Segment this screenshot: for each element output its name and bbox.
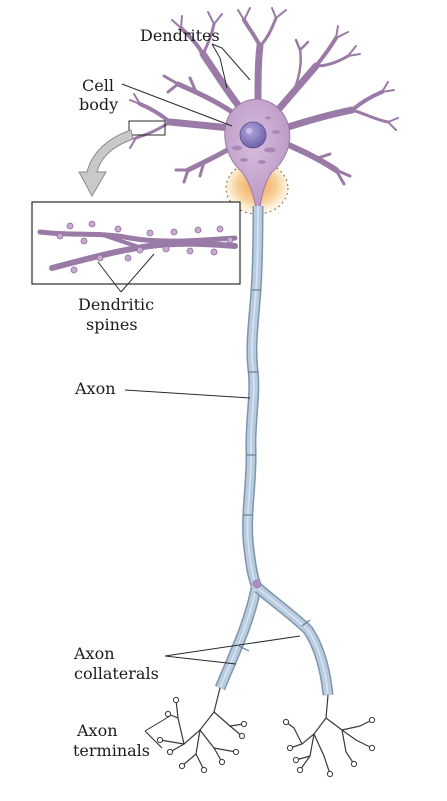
nodes-of-ranvier xyxy=(243,289,261,516)
label-cell-body-1: Cell xyxy=(82,76,114,95)
inset-dendrite xyxy=(37,220,238,274)
label-axon-collaterals-1: Axon xyxy=(73,644,115,663)
label-axon-terminals-1: Axon xyxy=(76,721,118,740)
leader-lines xyxy=(97,43,301,749)
label-axon: Axon xyxy=(74,379,116,398)
axon-terminals-right xyxy=(282,694,376,778)
axon-hillock-outline xyxy=(225,161,289,215)
axon xyxy=(214,205,334,696)
label-dendritic-spines-2: spines xyxy=(86,315,138,334)
label-cell-body-2: body xyxy=(79,95,118,114)
label-axon-terminals-2: terminals xyxy=(73,741,150,760)
dendrite-zoom-marker xyxy=(128,120,166,136)
zoom-arrow-icon xyxy=(78,129,134,198)
label-dendritic-spines-1: Dendritic xyxy=(78,295,154,314)
label-axon-collaterals-2: collaterals xyxy=(74,664,159,683)
nucleolus xyxy=(246,128,252,134)
label-dendrites: Dendrites xyxy=(140,26,220,45)
nucleus xyxy=(239,121,267,149)
organelles xyxy=(232,116,280,164)
axon-terminals-left xyxy=(156,687,248,774)
